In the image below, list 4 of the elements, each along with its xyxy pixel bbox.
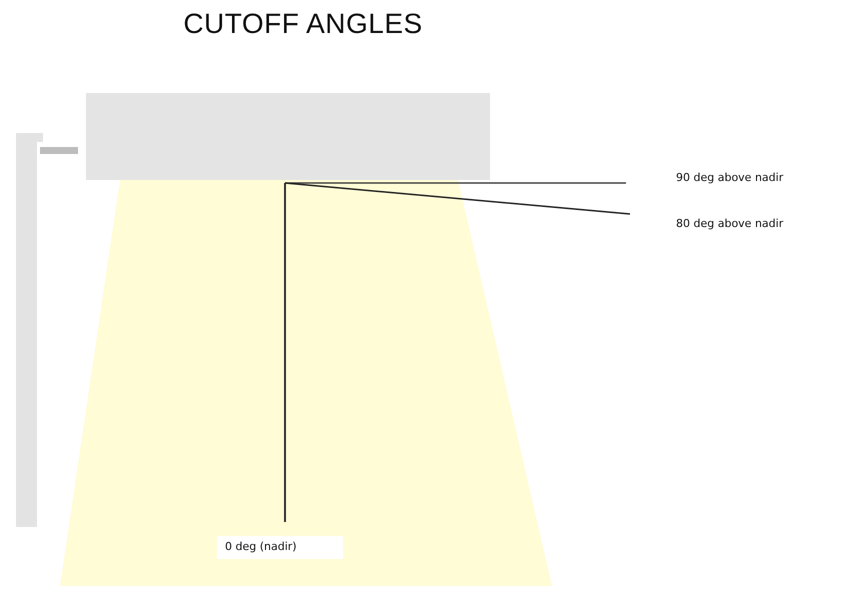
title: CUTOFF ANGLES xyxy=(182,8,424,40)
angle-label: 80 deg above nadir xyxy=(676,217,784,230)
angle-label: 90 deg above nadir xyxy=(676,171,784,184)
angle-label: 0 deg (nadir) xyxy=(217,536,343,559)
